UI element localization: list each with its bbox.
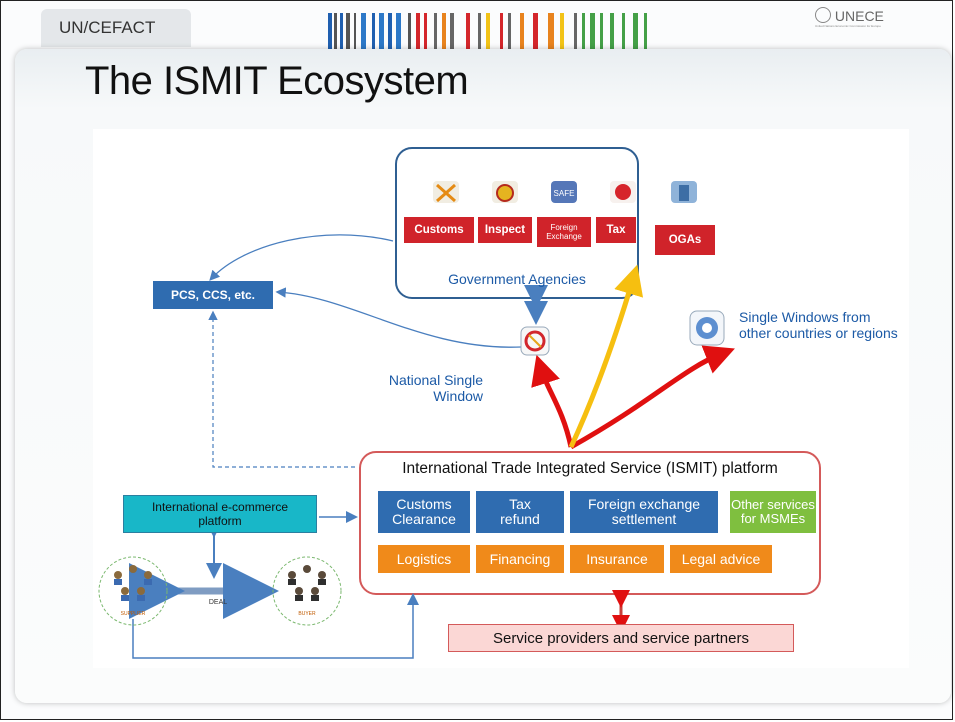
svg-text:SAFE: SAFE (554, 189, 575, 198)
header-tab: UN/CEFACT (41, 9, 191, 47)
service-tax-refund: Tax refund (476, 491, 564, 533)
diagram-canvas: SAFE Customs Inspect Foreign Exchange Ta… (93, 129, 909, 668)
decorative-color-bars (328, 13, 647, 49)
slide-title: The ISMIT Ecosystem (85, 59, 469, 103)
agency-customs: Customs (404, 217, 474, 243)
buyer-circle (272, 556, 342, 626)
buyer-label: BUYER (298, 611, 316, 617)
foreign-exchange-icon: SAFE (551, 181, 577, 203)
national-single-window-icon (520, 326, 550, 356)
service-insurance: Insurance (570, 545, 664, 573)
diagram-connectors: SAFE (98, 147, 821, 659)
service-foreign-exchange-settlement: Foreign exchange settlement (570, 491, 718, 533)
agency-inspect: Inspect (478, 217, 532, 243)
service-customs-clearance: Customs Clearance (378, 491, 470, 533)
unece-logo: UNECE United Nations Economic Commission… (815, 7, 884, 28)
supplier-label: SUPPLIER (120, 611, 146, 617)
supplier-people-icon (114, 565, 152, 601)
agency-foreign-exchange: Foreign Exchange (537, 217, 591, 247)
national-single-window-label: National Single Window (388, 372, 483, 404)
header-tab-label: UN/CEFACT (59, 18, 156, 37)
agency-ogas: OGAs (655, 225, 715, 255)
agency-tax: Tax (596, 217, 636, 243)
service-logistics: Logistics (378, 545, 470, 573)
customs-icon (433, 181, 459, 203)
other-single-windows-label: Single Windows from other countries or r… (739, 309, 898, 341)
buyer-people-icon (288, 565, 326, 601)
un-emblem-icon (815, 7, 831, 23)
deal-label: DEAL (208, 598, 228, 606)
ogas-icon (671, 181, 697, 203)
inspect-icon (492, 181, 518, 203)
pcs-box: PCS, CCS, etc. (153, 281, 273, 309)
un-logo-icon (689, 310, 725, 346)
service-other-msmes: Other services for MSMEs (730, 491, 816, 533)
unece-logo-subtext: United Nations Economic Commission for E… (815, 24, 881, 28)
tax-icon (610, 181, 636, 203)
service-legal-advice: Legal advice (670, 545, 772, 573)
government-agencies-label: Government Agencies (448, 271, 586, 287)
ecommerce-platform-box: International e-commerce platform (123, 495, 317, 533)
platform-title: International Trade Integrated Service (… (402, 460, 778, 477)
supplier-circle (98, 556, 168, 626)
unece-logo-text: UNECE (834, 8, 884, 24)
service-financing: Financing (476, 545, 564, 573)
service-providers-box: Service providers and service partners (448, 624, 794, 652)
